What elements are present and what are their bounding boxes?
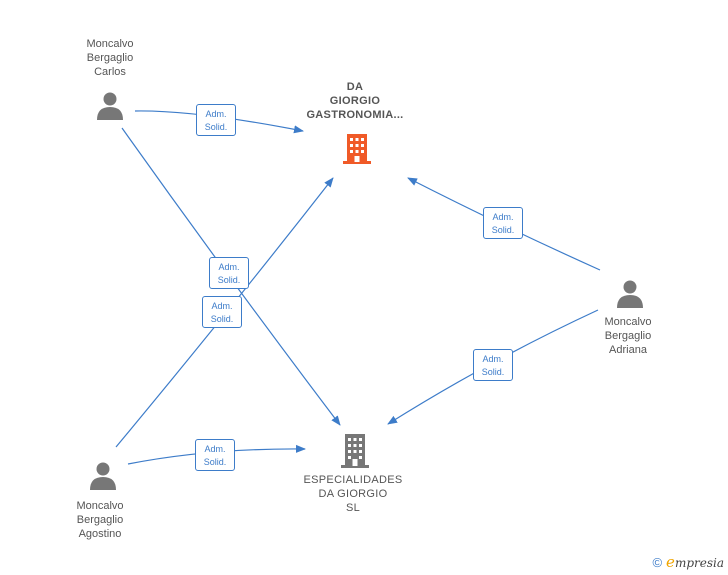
label-line: Bergaglio <box>76 514 124 526</box>
edge-label-carlos-dagiorgio[interactable]: Adm. Solid. <box>196 104 236 136</box>
label-line: SL <box>345 502 361 514</box>
person-label-carlos[interactable]: Moncalvo Bergaglio Carlos <box>55 37 165 79</box>
person-label-agostino[interactable]: Moncalvo Bergaglio Agostino <box>45 499 155 541</box>
person-icon[interactable] <box>95 91 125 121</box>
edge-label-line: Adm. <box>482 354 504 364</box>
person-icon[interactable] <box>88 461 118 491</box>
building-icon[interactable] <box>339 432 371 468</box>
building-icon[interactable] <box>341 132 373 164</box>
edge-label-line: Adm. <box>218 262 240 272</box>
edge-label-line: Adm. <box>492 212 514 222</box>
brand-logo: ©empresia <box>652 553 724 571</box>
edge-label-line: Solid. <box>210 314 234 324</box>
brand-name: mpresia <box>674 556 724 570</box>
label-line: Moncalvo <box>604 316 652 328</box>
edge-label-line: Adm. <box>204 444 226 454</box>
company-label-da-giorgio[interactable]: DA GIORGIO GASTRONOMIA... <box>285 80 425 122</box>
edge-label-agostino-dagiorgio[interactable]: Adm. Solid. <box>202 296 242 328</box>
label-line: DA <box>346 81 364 93</box>
edge-label-line: Adm. <box>205 109 227 119</box>
label-line: GIORGIO <box>329 95 381 107</box>
label-line: DA GIORGIO <box>318 488 388 500</box>
label-line: Bergaglio <box>604 330 652 342</box>
label-line: Adriana <box>609 344 647 356</box>
label-line: Agostino <box>78 528 122 540</box>
label-line: Moncalvo <box>76 500 124 512</box>
edge-label-line: Adm. <box>211 301 233 311</box>
company-label-especialidades[interactable]: ESPECIALIDADES DA GIORGIO SL <box>283 473 423 515</box>
copyright-icon: © <box>652 555 663 570</box>
edge-label-adriana-dagiorgio[interactable]: Adm. Solid. <box>483 207 523 239</box>
edge-label-line: Solid. <box>491 225 515 235</box>
person-label-adriana[interactable]: Moncalvo Bergaglio Adriana <box>573 315 683 357</box>
label-line: ESPECIALIDADES <box>303 474 403 486</box>
edge-label-line: Solid. <box>481 367 505 377</box>
label-line: Carlos <box>94 66 126 78</box>
label-line: GASTRONOMIA... <box>306 109 404 121</box>
brand-e: e <box>666 553 675 571</box>
edge-label-adriana-especialidades[interactable]: Adm. Solid. <box>473 349 513 381</box>
label-line: Bergaglio <box>86 52 134 64</box>
edge-label-line: Solid. <box>217 275 241 285</box>
label-line: Moncalvo <box>86 38 134 50</box>
person-icon[interactable] <box>615 279 645 309</box>
edge-label-carlos-especialidades[interactable]: Adm. Solid. <box>209 257 249 289</box>
edge-label-line: Solid. <box>203 457 227 467</box>
edge-label-line: Solid. <box>204 122 228 132</box>
edge-label-agostino-especialidades[interactable]: Adm. Solid. <box>195 439 235 471</box>
